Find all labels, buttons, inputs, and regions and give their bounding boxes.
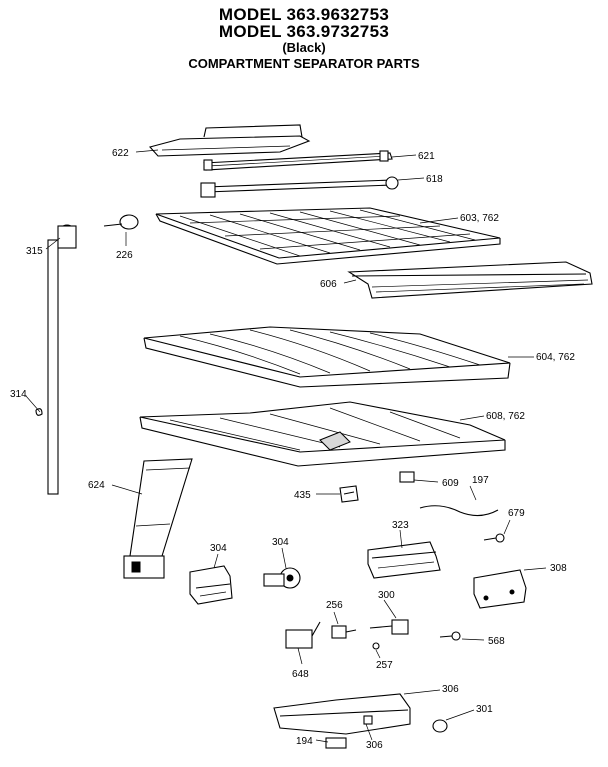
leader-lines — [25, 149, 547, 743]
label-679: 679 — [508, 508, 525, 519]
label-194: 194 — [296, 736, 313, 747]
part-609-cap — [399, 471, 415, 483]
part-679-screw — [483, 533, 505, 543]
label-314: 314 — [10, 389, 27, 400]
part-622-cover — [148, 124, 311, 157]
label-323: 323 — [392, 520, 409, 531]
part-256-switch — [331, 625, 357, 639]
part-194-clip — [325, 737, 347, 749]
part-606-panel — [347, 261, 593, 299]
part-304-knob — [263, 567, 301, 589]
label-568: 568 — [488, 636, 505, 647]
label-315: 315 — [26, 246, 43, 257]
part-304-housing — [189, 565, 233, 605]
part-197-wire — [419, 505, 499, 517]
label-308: 308 — [550, 563, 567, 574]
label-648: 648 — [292, 669, 309, 680]
label-256: 256 — [326, 600, 343, 611]
label-604: 604, 762 — [536, 352, 575, 363]
part-604-tray — [143, 326, 511, 388]
part-618-rod — [200, 176, 399, 198]
part-603-grid-shelf — [155, 207, 501, 265]
model-line-1: MODEL 363.9632753 — [218, 5, 390, 24]
part-257-screw — [372, 642, 380, 650]
label-226: 226 — [116, 250, 133, 261]
label-435: 435 — [294, 490, 311, 501]
part-301-button — [432, 719, 448, 733]
label-622: 622 — [112, 148, 129, 159]
part-314-rod — [35, 239, 59, 495]
part-648-motor — [285, 621, 321, 649]
label-197: 197 — [472, 475, 489, 486]
label-301: 301 — [476, 704, 493, 715]
variant-label: (Black) — [282, 40, 326, 55]
part-608-tray — [139, 401, 506, 467]
label-618: 618 — [426, 174, 443, 185]
part-300-switch — [369, 619, 409, 635]
part-labels: 622 621 618 315 226 603, 762 606 604, 76… — [10, 148, 575, 751]
part-308-plate — [473, 569, 527, 609]
label-304-knob: 304 — [272, 537, 289, 548]
label-621: 621 — [418, 151, 435, 162]
label-609: 609 — [442, 478, 459, 489]
part-226-knob — [103, 214, 139, 230]
part-323-bracket — [367, 541, 441, 579]
label-624: 624 — [88, 480, 105, 491]
diagram-header: MODEL 363.9632753 MODEL 363.9732753 (Bla… — [0, 6, 608, 72]
label-608: 608, 762 — [486, 411, 525, 422]
diagram-subtitle: COMPARTMENT SEPARATOR PARTS — [188, 56, 420, 71]
part-621-strip — [203, 150, 393, 171]
part-568-screw — [439, 631, 461, 641]
part-306-housing — [273, 693, 411, 735]
part-315-pivot — [57, 224, 77, 249]
label-603: 603, 762 — [460, 213, 499, 224]
label-300: 300 — [378, 590, 395, 601]
label-306-lower: 306 — [366, 740, 383, 751]
label-304-housing: 304 — [210, 543, 227, 554]
label-606: 606 — [320, 279, 337, 290]
label-306-housing: 306 — [442, 684, 459, 695]
label-257: 257 — [376, 660, 393, 671]
part-624-duct — [123, 458, 193, 579]
part-435-clip — [339, 485, 359, 503]
model-line-2: MODEL 363.9732753 — [218, 22, 390, 41]
